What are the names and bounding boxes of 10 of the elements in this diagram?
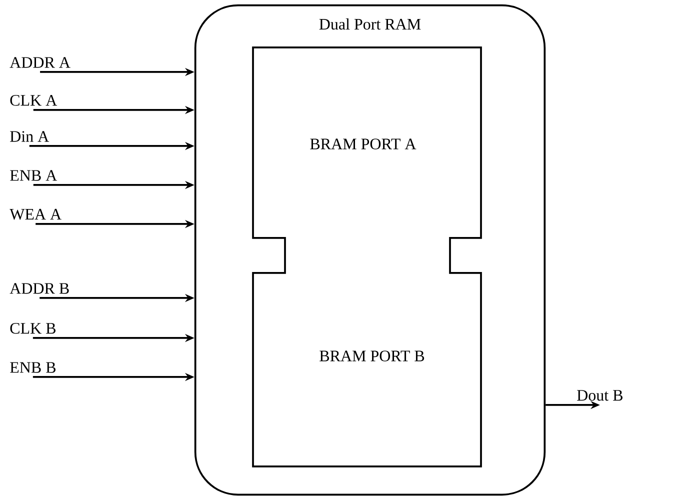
signal-label: Din A [10, 131, 50, 142]
memory-block: BRAM PORT A BRAM PORT B [252, 46, 482, 468]
signal-label: ENB A [10, 170, 58, 181]
signal-label: WEA A [10, 208, 62, 220]
signal-label: ADDR A [10, 57, 70, 68]
signal-label: CLK A [10, 94, 58, 106]
signal-label: Dout B [577, 390, 622, 401]
signal-label: ADDR B [10, 283, 69, 294]
signal-label: CLK B [10, 322, 56, 334]
signal-label: ENB B [10, 362, 56, 373]
